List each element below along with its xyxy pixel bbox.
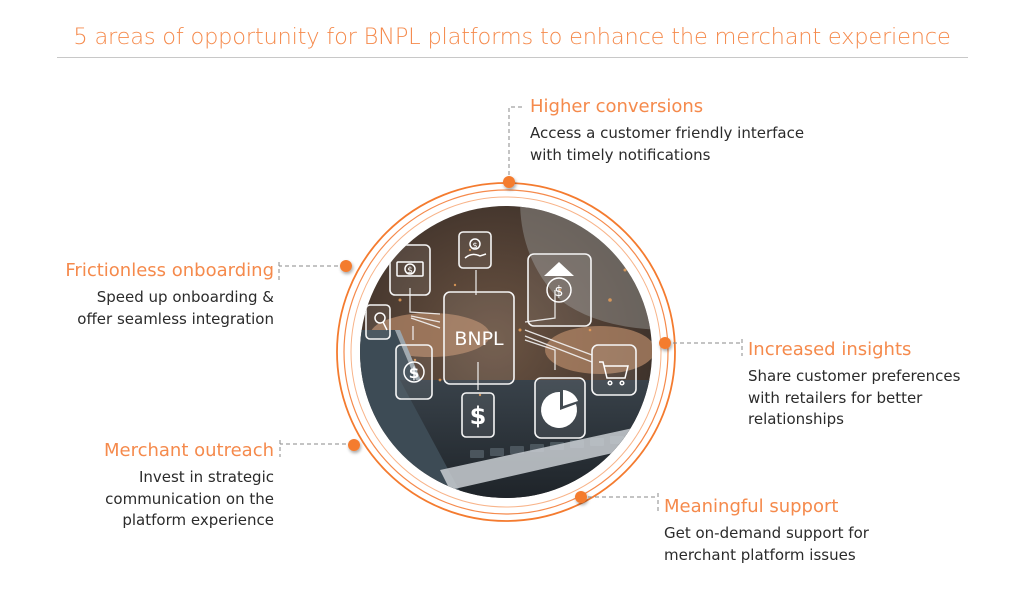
connector-support <box>581 493 659 512</box>
dot-increased-insights <box>659 337 671 349</box>
connector-friction <box>278 262 345 280</box>
svg-text:$: $ <box>555 284 564 300</box>
center-photo: $ $ $ $ $ BNPL <box>360 206 652 498</box>
shopping-cart-icon <box>591 344 637 396</box>
dot-merchant-outreach <box>348 439 360 451</box>
area-higher-conversions: Higher conversions Access a customer fri… <box>530 96 810 166</box>
dot-higher-conversions <box>503 176 515 188</box>
area-frictionless-onboarding: Frictionless onboarding Speed up onboard… <box>30 260 274 330</box>
connectors <box>278 106 743 512</box>
bnpl-label: BNPL <box>454 328 504 350</box>
area-merchant-outreach: Merchant outreach Invest in strategic co… <box>60 440 274 532</box>
dollar-sign-icon <box>461 392 495 438</box>
area-increased-insights: Increased insights Share customer prefer… <box>748 339 973 431</box>
area-description: Speed up onboarding & offer seamless int… <box>77 288 274 328</box>
svg-text:$: $ <box>472 241 477 250</box>
svg-text:$: $ <box>407 266 413 276</box>
area-title: Meaningful support <box>664 496 839 517</box>
cash-icon <box>389 244 431 296</box>
svg-text:$: $ <box>409 364 419 382</box>
area-meaningful-support: Meaningful support Get on-demand support… <box>664 496 889 566</box>
area-description: Access a customer friendly interface wit… <box>530 124 805 164</box>
connector-higher <box>508 106 524 182</box>
connector-insights <box>666 339 743 356</box>
area-description: Get on-demand support for merchant platf… <box>664 524 869 564</box>
area-title: Merchant outreach <box>103 440 274 461</box>
dot-frictionless-onboarding <box>340 260 352 272</box>
dollar-coin-icon <box>395 344 433 400</box>
house-dollar-icon <box>527 253 592 327</box>
title-divider <box>57 57 968 58</box>
bnpl-tile <box>443 291 515 385</box>
page-title: 5 areas of opportunity for BNPL platform… <box>73 24 951 50</box>
dot-meaningful-support <box>575 491 587 503</box>
hand-coin-icon <box>458 231 492 269</box>
inner-ring <box>350 196 662 508</box>
middle-ring <box>343 189 669 515</box>
area-title: Higher conversions <box>530 96 704 117</box>
connector-outreach <box>279 440 353 457</box>
area-title: Increased insights <box>748 339 912 360</box>
area-title: Frictionless onboarding <box>65 260 274 281</box>
area-description: Invest in strategic communication on the… <box>105 468 274 529</box>
svg-text:$: $ <box>470 402 487 430</box>
area-description: Share customer preferences with retailer… <box>748 367 961 428</box>
